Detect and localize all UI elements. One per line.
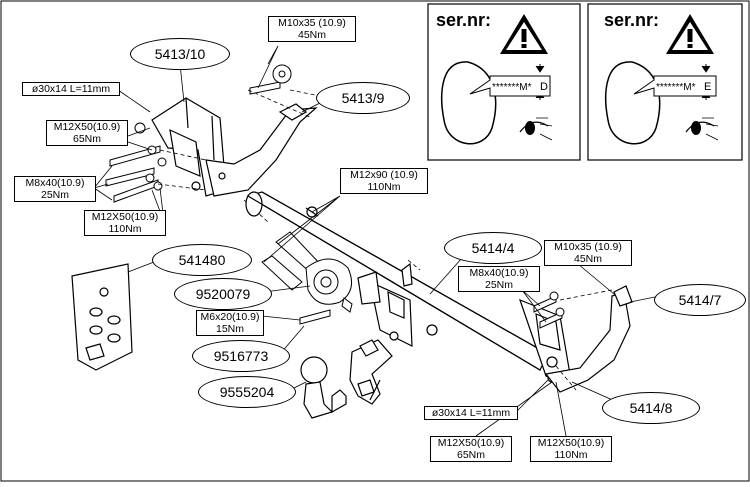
spec-size: M12X50(10.9) — [537, 437, 605, 449]
spec-torque: 25Nm — [40, 189, 69, 201]
spec-torque: 110Nm — [108, 223, 142, 235]
spec-size: M12x90 (10.9) — [350, 169, 418, 181]
spec-m10x35-right: M10x35 (10.9) 45Nm — [544, 240, 632, 266]
socket-holder-drawing — [349, 339, 393, 405]
spec-m8x40-right: M8x40(10.9) 25Nm — [458, 266, 540, 292]
spec-size: M8x40(10.9) — [469, 267, 529, 279]
assembly-guides-right — [407, 259, 613, 391]
spec-torque: 65Nm — [456, 449, 485, 461]
warning-icon — [500, 14, 548, 54]
part-label-bracket-left: 5413/10 — [130, 38, 230, 70]
spec-m12x50-left-top: M12X50(10.9) 65Nm — [46, 120, 128, 146]
m6-screw-drawing — [299, 309, 331, 325]
serial-title-right: ser.nr: — [604, 10, 660, 30]
spec-size: M12X50(10.9) — [437, 437, 505, 449]
part-label-socket-plate: 9516773 — [192, 340, 290, 372]
spec-torque: 45Nm — [297, 29, 326, 41]
spec-size: M12X50(10.9) — [91, 211, 159, 223]
serial-panel-left — [427, 3, 581, 161]
spec-size: M10x35 (10.9) — [278, 17, 346, 29]
spec-text: ø30x14 L=11mm — [31, 83, 111, 95]
part-label-main-bar: 5414/4 — [444, 232, 542, 264]
ball-neck-drawing — [300, 356, 347, 419]
spec-torque: 65Nm — [72, 133, 101, 145]
serial-letter-left: D — [540, 81, 548, 93]
spec-spacer-left: ø30x14 L=11mm — [22, 82, 120, 96]
part-label-bolt-set: 9520079 — [174, 278, 272, 310]
part-label-ball-neck: 9555204 — [198, 376, 296, 408]
spec-torque: 25Nm — [484, 279, 513, 291]
spec-m12x50-right-a: M12X50(10.9) 65Nm — [430, 436, 512, 462]
spec-text: ø30x14 L=11mm — [431, 407, 511, 419]
spec-size: M12X50(10.9) — [53, 121, 121, 133]
serial-code-left: *******M* — [492, 82, 532, 93]
serial-title-left: ser.nr: — [436, 10, 492, 30]
spec-m12x50-left-bottom: M12X50(10.9) 110Nm — [84, 210, 166, 236]
serial-tag-left: *******M* D — [469, 75, 551, 97]
spec-m10x35-top: M10x35 (10.9) 45Nm — [268, 16, 356, 42]
spec-torque: 15Nm — [215, 323, 244, 335]
bolt-set-drawing — [261, 231, 353, 313]
part-label-bracket-left-arm: 5413/9 — [316, 82, 410, 114]
spec-spacer-right: ø30x14 L=11mm — [424, 406, 518, 420]
part-label-bracket-right-arm: 5414/7 — [654, 284, 746, 316]
serial-tag-right: *******M* E — [633, 75, 717, 97]
spec-torque: 110Nm — [367, 181, 401, 193]
spec-m8x40-left: M8x40(10.9) 25Nm — [14, 176, 96, 202]
spec-torque: 110Nm — [554, 449, 588, 461]
warning-icon — [666, 14, 714, 54]
eye-icon — [685, 117, 719, 141]
serial-code-right: *******M* — [656, 82, 696, 93]
spec-size: M10x35 (10.9) — [554, 241, 622, 253]
right-bolts — [533, 291, 565, 329]
spec-m6x20: M6x20(10.9) 15Nm — [196, 310, 264, 336]
spec-m12x50-right-b: M12X50(10.9) 110Nm — [530, 436, 612, 462]
left-bracket-drawing — [151, 97, 318, 197]
electric-kit-drawing — [71, 263, 133, 371]
right-bracket-drawing — [519, 285, 633, 393]
spec-size: M8x40(10.9) — [25, 177, 85, 189]
center-plate-drawing — [357, 262, 438, 347]
serial-letter-right: E — [704, 81, 711, 93]
part-label-electric-kit: 541480 — [152, 244, 252, 276]
eye-icon — [519, 117, 553, 141]
spec-torque: 45Nm — [573, 253, 602, 265]
spec-m12x90: M12x90 (10.9) 110Nm — [340, 168, 428, 194]
spec-size: M6x20(10.9) — [200, 311, 260, 323]
part-label-bracket-right: 5414/8 — [602, 392, 700, 424]
